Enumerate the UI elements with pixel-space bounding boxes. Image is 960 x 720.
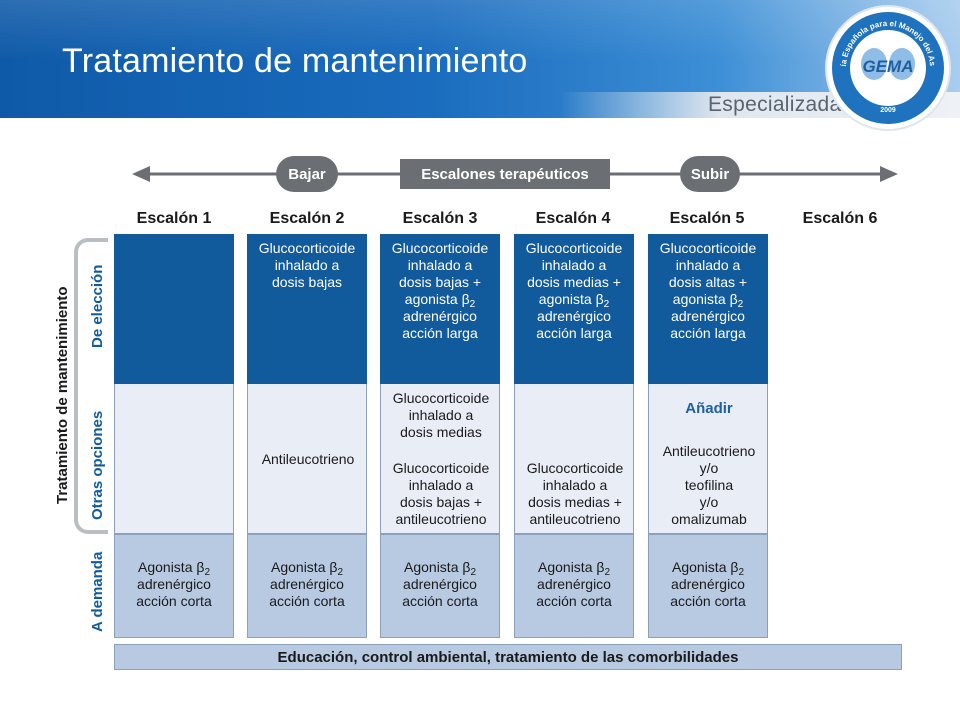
eleccion-line: acción larga [670,325,746,341]
otras-2-line: Glucocorticoide [526,460,624,476]
demanda-line: adrenérgico [270,576,344,592]
demanda-line: acción corta [536,593,612,609]
step-down-pill: Bajar [276,156,338,192]
demanda-line: Agonista β2 [672,559,744,578]
otras-2-line: omalizumab [671,511,747,527]
otras-1-line: inhalado a [408,407,474,423]
otras-2-line: teofilina [684,477,734,493]
otras-1-line: dosis medias [400,424,482,440]
step-header-5: Escalón 5 [669,210,745,227]
eleccion-line: dosis medias + [527,274,621,290]
otras-2-line: inhalado a [542,477,608,493]
eleccion-line: inhalado a [541,257,607,273]
eleccion-line: agonista β2 [672,291,744,310]
step-header-3: Escalón 3 [402,210,478,227]
eleccion-line: inhalado a [407,257,473,273]
eleccion-line: Glucocorticoide [258,240,356,256]
otras-2-line: antileucotrieno [395,511,487,527]
otras-option-1: Antileucotrieno [248,451,368,468]
demanda-line: adrenérgico [671,576,745,592]
demanda-line: acción corta [402,593,478,609]
otras-1-line: Glucocorticoide [392,390,490,406]
eleccion-line: agonista β2 [538,291,610,310]
header-band [0,0,960,118]
demanda-line: adrenérgico [537,576,611,592]
logo-year: 2009 [880,107,896,114]
eleccion-line: adrenérgico [671,308,745,324]
eleccion-line: acción larga [536,325,612,341]
row-label-eleccion: De elección [89,264,106,348]
step-header-2: Escalón 2 [269,210,345,227]
demanda-line: Agonista β2 [138,559,210,578]
otras-heading: Añadir [685,400,733,417]
row-label-otras: Otras opciones [89,410,106,520]
cell-eleccion [114,234,234,384]
demanda-line: acción corta [269,593,345,609]
eleccion-line: inhalado a [274,257,340,273]
otras-2-line: Antileucotrieno [662,443,756,459]
steps-center-label: Escalones terapéuticos [400,159,610,189]
demanda-line: adrenérgico [403,576,477,592]
cell-otras: Antileucotrieno [247,384,367,534]
otras-2-line: Glucocorticoide [392,460,490,476]
row-bracket [74,238,108,534]
bottom-bar: Educación, control ambiental, tratamient… [114,644,902,670]
cell-otras [114,384,234,534]
otras-2-line: dosis medias + [528,494,622,510]
step-header-4: Escalón 4 [535,210,611,227]
therapeutic-steps-arrow: Bajar Escalones terapéuticos Subir [132,156,898,192]
eleccion-line: inhalado a [675,257,741,273]
step-header-1: Escalón 1 [136,210,212,227]
demanda-line: acción corta [136,593,212,609]
demanda-line: Agonista β2 [404,559,476,578]
eleccion-line: acción larga [402,325,478,341]
demanda-line: Agonista β2 [271,559,343,578]
otras-1-line: Antileucotrieno [261,451,355,467]
demanda-line: Agonista β2 [538,559,610,578]
eleccion-line: dosis bajas + [398,274,482,290]
header-subtitle: Especializada [708,93,842,116]
otras-2-line: dosis bajas + [399,494,483,510]
row-label-main: Tratamiento de mantenimiento [54,286,71,504]
eleccion-line: adrenérgico [403,308,477,324]
page-title: Tratamiento de mantenimiento [62,42,528,80]
step-up-pill: Subir [680,156,740,192]
step-header-6: Escalón 6 [802,210,878,227]
logo-name: GEMA [863,57,914,76]
eleccion-line: Glucocorticoide [659,240,757,256]
header-banner: Tratamiento de mantenimiento Especializa… [0,0,960,131]
eleccion-line: dosis bajas [271,274,343,290]
row-label-demanda: A demanda [89,551,106,632]
otras-2-line: y/o [699,460,719,476]
eleccion-line: adrenérgico [537,308,611,324]
demanda-line: adrenérgico [137,576,211,592]
eleccion-line: Glucocorticoide [525,240,623,256]
gema-logo: Guía Española para el Manejo del Asma GE… [822,2,951,131]
eleccion-line: Glucocorticoide [391,240,489,256]
otras-2-line: y/o [699,494,719,510]
otras-2-line: inhalado a [408,477,474,493]
otras-2-line: antileucotrieno [529,511,621,527]
eleccion-line: agonista β2 [404,291,476,310]
demanda-line: acción corta [670,593,746,609]
eleccion-line: dosis altas + [668,274,748,290]
